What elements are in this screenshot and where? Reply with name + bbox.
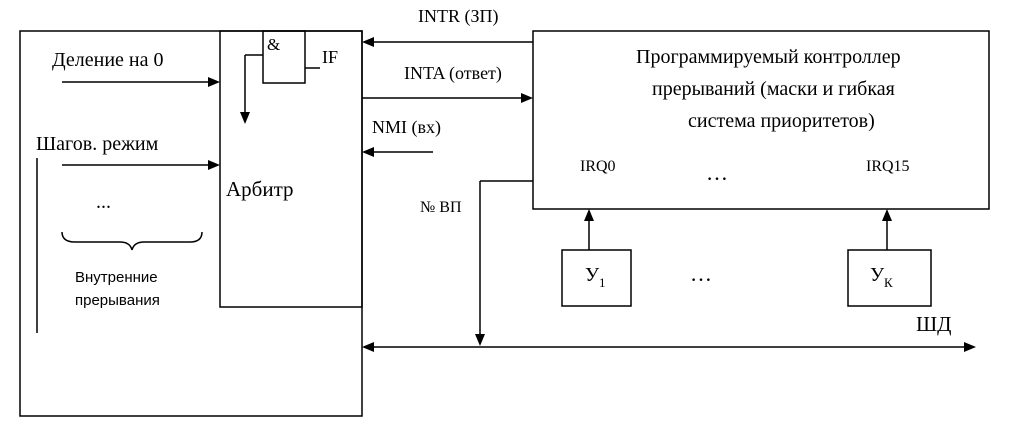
device-1-block xyxy=(561,249,632,307)
data-bus-arrow-left xyxy=(362,342,374,352)
internal-brace xyxy=(61,231,203,251)
cpu-block xyxy=(19,30,363,417)
pic-title-line2: прерываний (маски и гибкая xyxy=(652,78,895,100)
input-divide-by-zero-label: Деление на 0 xyxy=(52,49,163,71)
and-gate-symbol: & xyxy=(267,35,280,54)
inta-label: INTA (ответ) xyxy=(404,63,502,84)
if-flag-label: IF xyxy=(322,47,338,67)
input-single-step-arrow xyxy=(208,160,220,170)
internal-caption-line1: Внутренние xyxy=(75,269,158,286)
device-k-block xyxy=(847,249,932,307)
inta-arrow xyxy=(521,93,533,103)
data-bus-label: ШД xyxy=(916,312,952,336)
pic-block xyxy=(532,30,990,210)
vector-number-label: № ВП xyxy=(420,199,462,216)
device-1-subscript: 1 xyxy=(599,275,606,290)
input-single-step-label: Шагов. режим xyxy=(36,133,159,155)
vector-number-arrow xyxy=(475,334,485,346)
gate-output-arrow xyxy=(240,112,250,124)
arbiter-block xyxy=(219,30,363,308)
internal-caption-line2: прерывания xyxy=(75,292,160,309)
intr-label: INTR (ЗП) xyxy=(418,6,499,27)
nmi-label: NMI (вх) xyxy=(372,117,441,138)
device-k-subscript: К xyxy=(884,275,893,290)
device-1-irq-arrow xyxy=(584,209,594,221)
devices-ellipsis: … xyxy=(690,261,712,286)
device-k-label: У xyxy=(870,264,885,286)
pic-title-line1: Программируемый контроллер xyxy=(636,46,901,68)
input-divide-by-zero-arrow xyxy=(208,77,220,87)
nmi-arrow xyxy=(362,147,374,157)
irq15-label: IRQ15 xyxy=(866,158,910,175)
arbiter-label: Арбитр xyxy=(226,177,294,201)
irq0-label: IRQ0 xyxy=(580,158,616,175)
pic-title-line3: система приоритетов) xyxy=(688,110,875,132)
device-k-irq-arrow xyxy=(882,209,892,221)
device-1-label: У xyxy=(585,264,600,286)
and-gate xyxy=(262,30,306,84)
internal-ellipsis: ... xyxy=(96,191,111,213)
irq-ellipsis: … xyxy=(706,160,728,185)
intr-arrow xyxy=(362,37,374,47)
data-bus-arrow-right xyxy=(964,342,976,352)
